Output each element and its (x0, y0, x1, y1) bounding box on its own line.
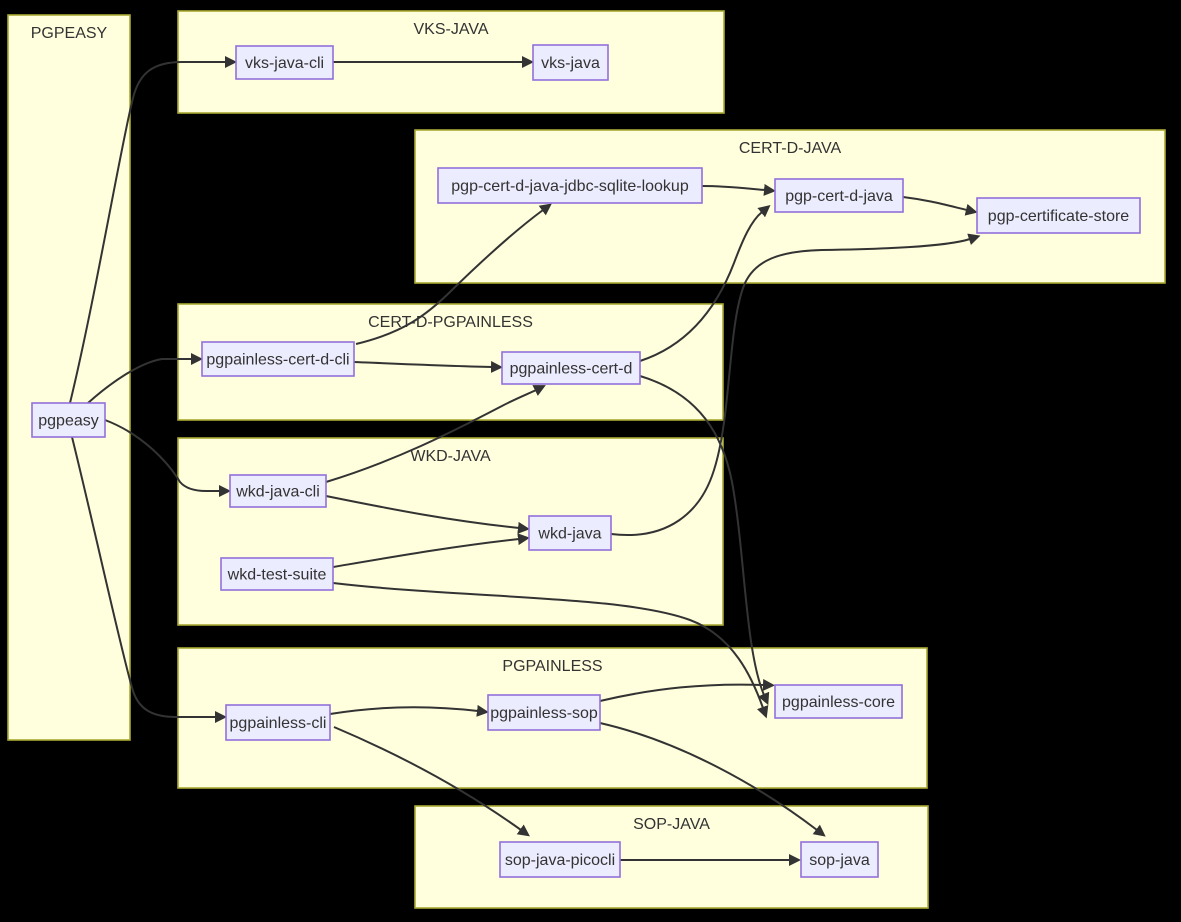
node-pgpainless-core: pgpainless-core (774, 684, 903, 719)
node-sop-java-box (800, 841, 879, 878)
node-vks-java-box (532, 44, 609, 81)
node-pgp-certificate-store: pgp-certificate-store (976, 197, 1141, 234)
node-wkd-java-label: wkd-java (537, 526, 601, 543)
node-vks-java: vks-java (532, 44, 609, 81)
node-wkd-java-cli-label: wkd-java-cli (235, 484, 320, 501)
edge-wkd-java-cli-to-wkd-java (325, 495, 530, 534)
node-pgpainless-cert-d-label: pgpainless-cert-d (510, 361, 633, 378)
node-pgpainless-core-label: pgpainless-core (782, 694, 895, 711)
cluster-cert-d-pgpainless-label: CERT-D-PGPAINLESS (368, 314, 533, 331)
node-sop-java-picocli-label: sop-java-picocli (505, 852, 615, 869)
node-pgpeasy-label: pgpeasy (38, 413, 99, 430)
node-pgpainless-cert-d-cli: pgpainless-cert-d-cli (201, 341, 355, 377)
edge-pgpainless-cert-d-cli-to-pgp-cert-d-java-jdbc-sqlite-lookup (355, 203, 552, 345)
node-sop-java: sop-java (800, 841, 879, 878)
cluster-wkd-java-label: WKD-JAVA (410, 448, 491, 465)
node-vks-java-cli-label: vks-java-cli (245, 55, 324, 72)
edge-pgpeasy-to-vks-java-cli (69, 56, 237, 404)
node-wkd-test-suite: wkd-test-suite (220, 557, 334, 591)
cluster-wkd-java-box (177, 437, 724, 626)
node-vks-java-cli: vks-java-cli (235, 45, 334, 80)
cluster-pgpainless-label: PGPAINLESS (502, 658, 602, 675)
node-wkd-java: wkd-java (528, 515, 612, 551)
edge-pgpainless-sop-to-pgpainless-core (599, 678, 775, 702)
edge-pgpeasy-to-pgpainless-cli (71, 436, 227, 723)
node-wkd-test-suite-box (220, 557, 334, 591)
node-pgp-cert-d-java-box (774, 178, 904, 213)
edge-wkd-test-suite-to-pgpainless-core (332, 582, 769, 719)
cluster-pgpeasy-label: PGPEASY (31, 25, 108, 42)
node-pgpainless-cert-d: pgpainless-cert-d (501, 351, 641, 385)
node-vks-java-label: vks-java (541, 55, 600, 72)
cluster-wkd-java: WKD-JAVA (177, 437, 724, 626)
node-wkd-java-cli: wkd-java-cli (229, 474, 327, 508)
edge-pgpeasy-to-pgpainless-cert-d-cli (87, 353, 203, 404)
edge-pgpeasy-to-wkd-java-cli (104, 419, 231, 497)
node-sop-java-picocli: sop-java-picocli (499, 841, 621, 878)
node-pgpainless-cli: pgpainless-cli (225, 704, 331, 741)
edge-pgp-cert-d-java-to-pgp-certificate-store (902, 196, 978, 216)
node-pgpeasy-box (31, 402, 106, 438)
node-pgp-cert-d-java-jdbc-sqlite-lookup: pgp-cert-d-java-jdbc-sqlite-lookup (437, 167, 703, 204)
node-pgpainless-cert-d-cli-label: pgpainless-cert-d-cli (206, 352, 349, 369)
node-pgpainless-sop-label: pgpainless-sop (490, 705, 598, 722)
node-pgp-cert-d-java: pgp-cert-d-java (774, 178, 904, 213)
edge-pgpainless-cli-to-sop-java-picocli (333, 726, 530, 837)
node-pgp-cert-d-java-label: pgp-cert-d-java (785, 188, 893, 205)
node-pgp-cert-d-java-jdbc-sqlite-lookup-box (437, 167, 703, 204)
node-sop-java-picocli-box (499, 841, 621, 878)
edge-pgp-cert-d-java-jdbc-sqlite-lookup-to-pgp-cert-d-java (701, 183, 776, 196)
node-pgpainless-core-box (774, 684, 903, 719)
edge-pgpainless-cli-to-pgpainless-sop (329, 704, 489, 717)
node-wkd-java-cli-box (229, 474, 327, 508)
edge-wkd-test-suite-to-wkd-java (332, 533, 530, 568)
node-wkd-java-box (528, 515, 612, 551)
node-pgpainless-sop-box (487, 694, 601, 731)
node-pgpeasy: pgpeasy (31, 402, 106, 438)
cluster-vks-java-label: VKS-JAVA (414, 21, 489, 38)
node-pgpainless-cli-label: pgpainless-cli (230, 715, 327, 732)
cluster-pgpeasy: PGPEASY (7, 14, 131, 741)
edge-pgpainless-cert-d-to-pgp-cert-d-java (639, 205, 771, 362)
node-pgpainless-sop: pgpainless-sop (487, 694, 601, 731)
node-pgp-certificate-store-box (976, 197, 1141, 234)
node-pgpainless-cert-d-cli-box (201, 341, 355, 377)
edge-pgpainless-cert-d-to-pgpainless-core (639, 375, 770, 706)
node-wkd-test-suite-label: wkd-test-suite (227, 567, 327, 584)
edge-wkd-java-to-pgp-certificate-store (610, 233, 981, 536)
cluster-pgpeasy-box (7, 14, 131, 741)
node-sop-java-label: sop-java (809, 852, 870, 869)
node-pgp-cert-d-java-jdbc-sqlite-lookup-label: pgp-cert-d-java-jdbc-sqlite-lookup (451, 178, 689, 195)
edge-pgpainless-sop-to-sop-java (599, 722, 826, 837)
edge-pgpainless-cert-d-cli-to-pgpainless-cert-d (353, 360, 503, 373)
cluster-cert-d-java-label: CERT-D-JAVA (739, 140, 842, 157)
node-vks-java-cli-box (235, 45, 334, 80)
edge-wkd-java-cli-to-pgpainless-cert-d (325, 385, 546, 483)
cluster-sop-java-label: SOP-JAVA (633, 816, 710, 833)
node-pgpainless-cli-box (225, 704, 331, 741)
node-pgpainless-cert-d-box (501, 351, 641, 385)
node-pgp-certificate-store-label: pgp-certificate-store (988, 208, 1129, 225)
